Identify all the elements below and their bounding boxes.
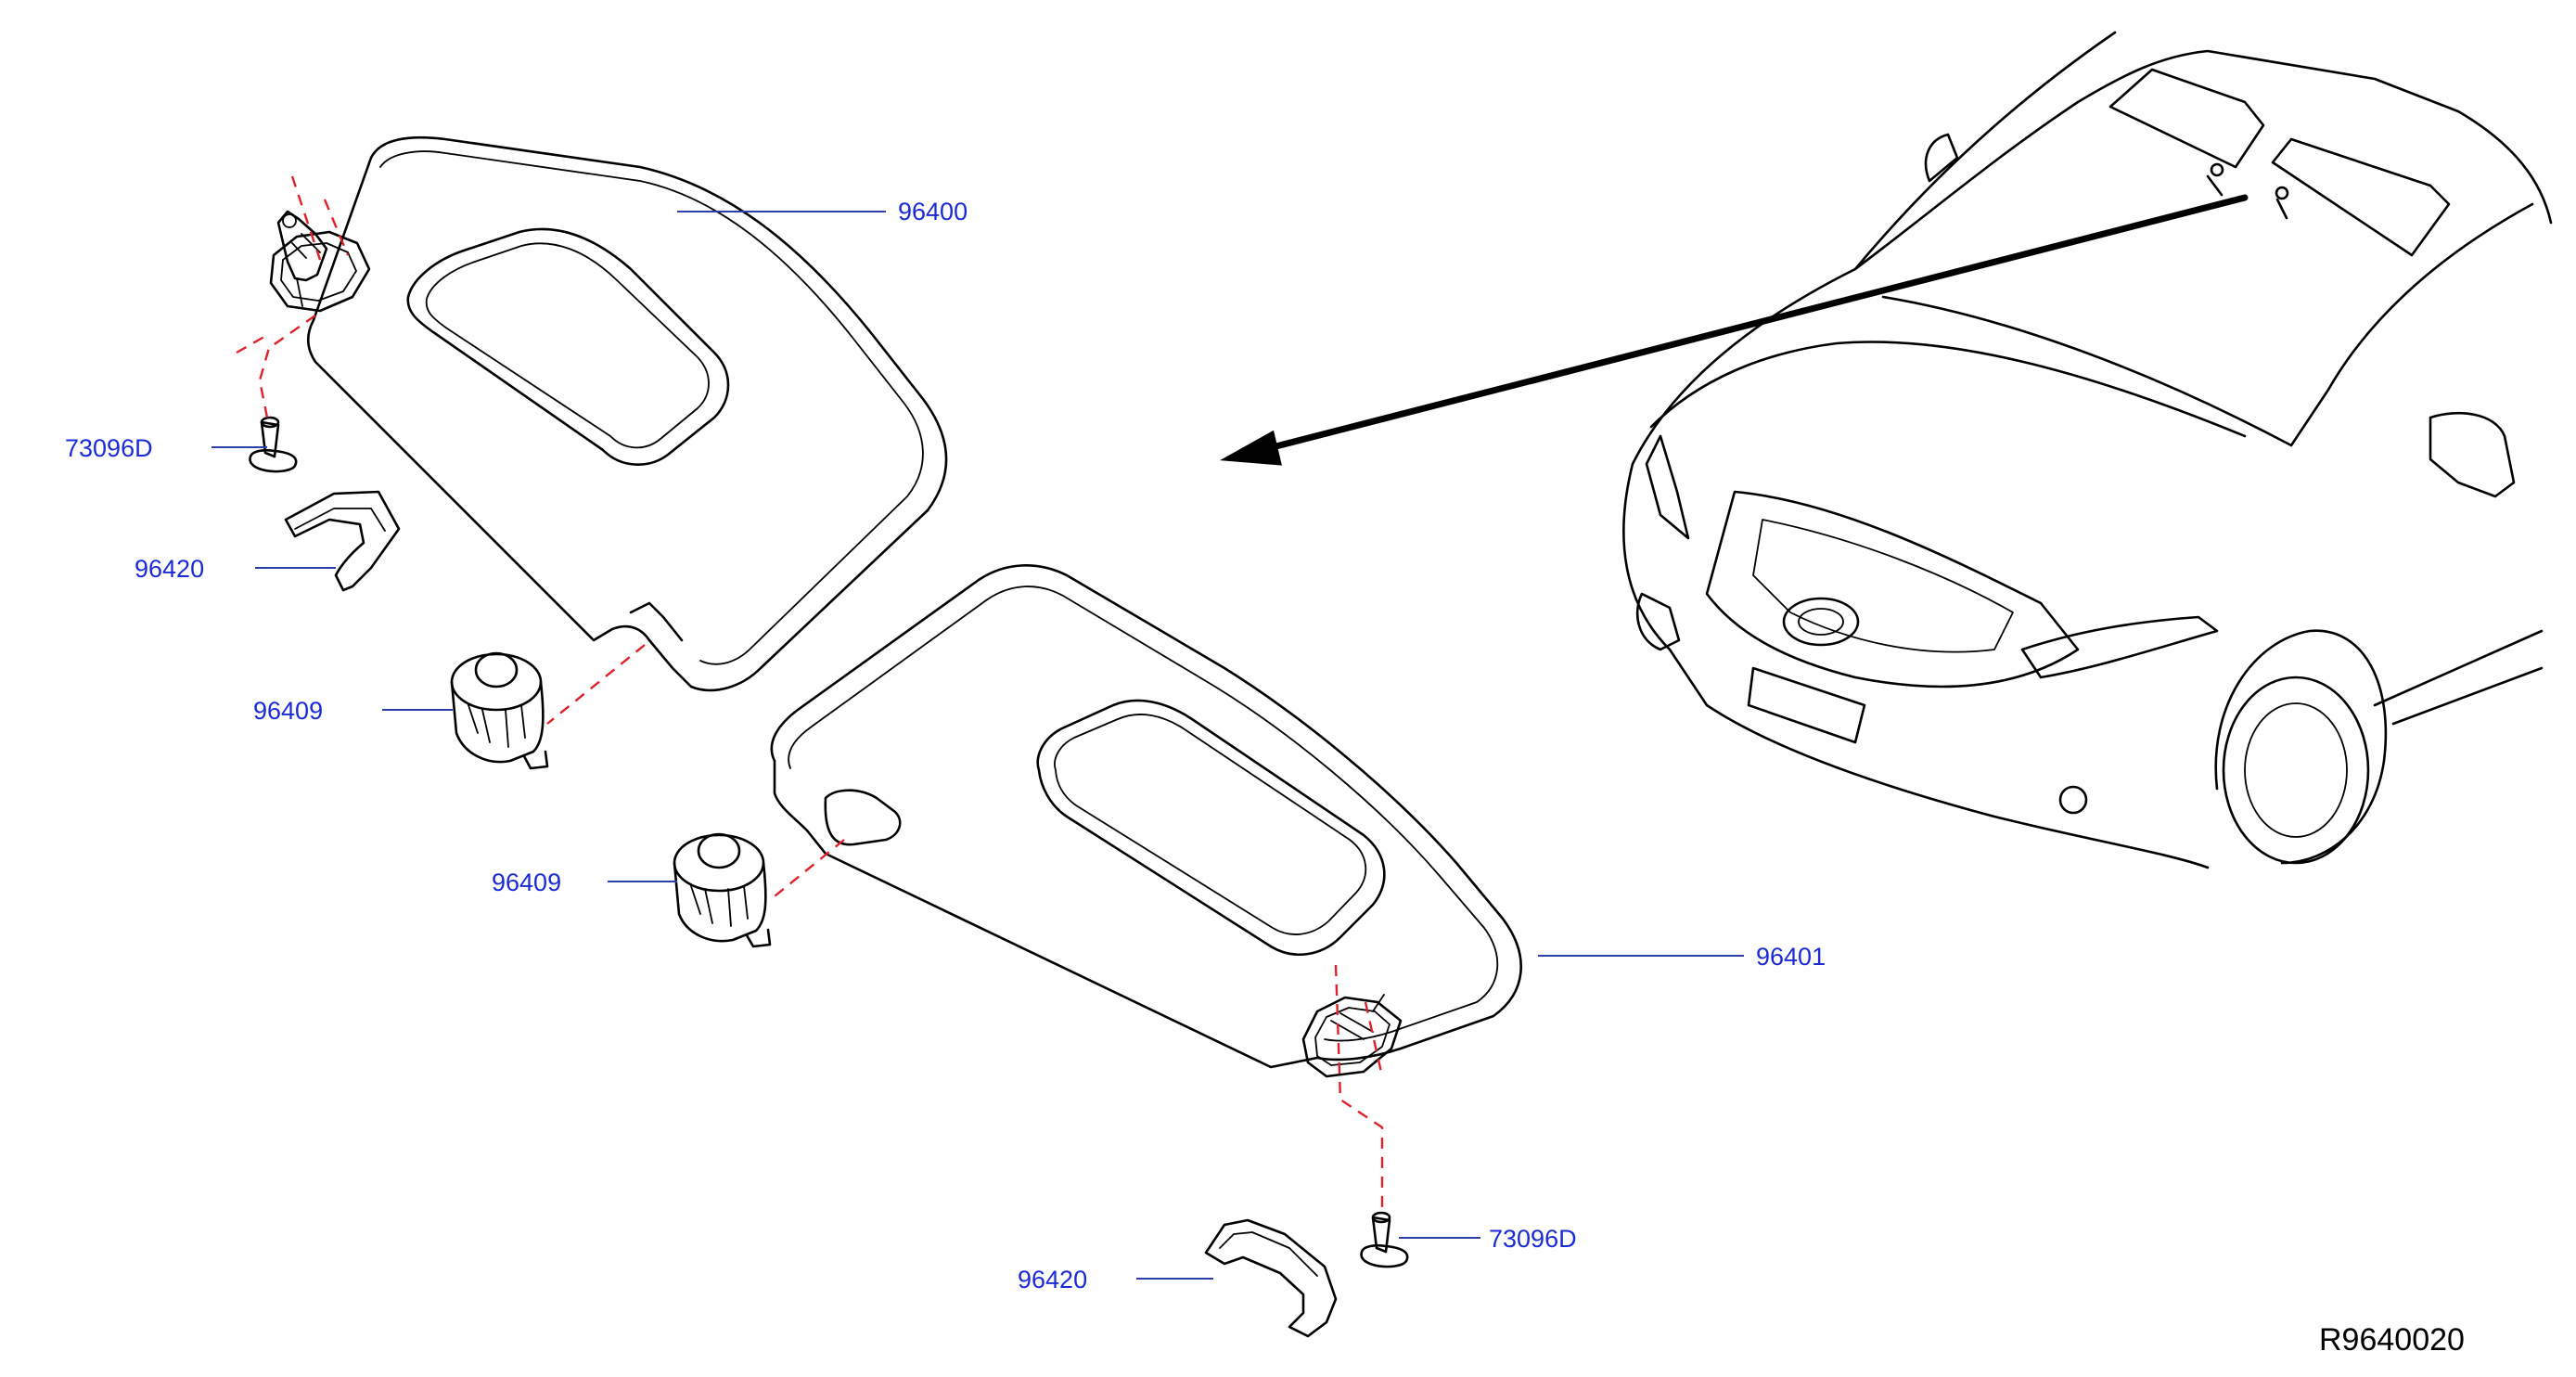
cover-right-drawing xyxy=(1204,1218,1338,1338)
location-arrow xyxy=(1219,194,2249,466)
callout-96409-left: 96409 xyxy=(253,697,323,725)
screw-left-drawing xyxy=(249,416,298,473)
callout-73096d-right: 73096D xyxy=(1489,1225,1577,1253)
screw-right-drawing xyxy=(1360,1211,1409,1268)
center-lines xyxy=(236,175,1384,1211)
callout-96401: 96401 xyxy=(1756,943,1826,971)
cover-left-drawing xyxy=(284,490,401,592)
callout-73096d-left: 73096D xyxy=(65,434,153,462)
vehicle-illustration xyxy=(1622,31,2553,869)
holder-right-drawing xyxy=(673,832,772,948)
callout-96400: 96400 xyxy=(898,198,968,225)
callout-96420-left: 96420 xyxy=(135,555,204,583)
reference-code: R9640020 xyxy=(2319,1322,2465,1358)
sun-visor-left xyxy=(269,135,948,692)
leader-lines xyxy=(211,211,1744,1280)
holder-left-drawing xyxy=(450,651,549,770)
sun-visor-right xyxy=(770,564,1522,1078)
callout-96420-right: 96420 xyxy=(1018,1266,1087,1293)
callout-96409-right: 96409 xyxy=(492,869,561,896)
